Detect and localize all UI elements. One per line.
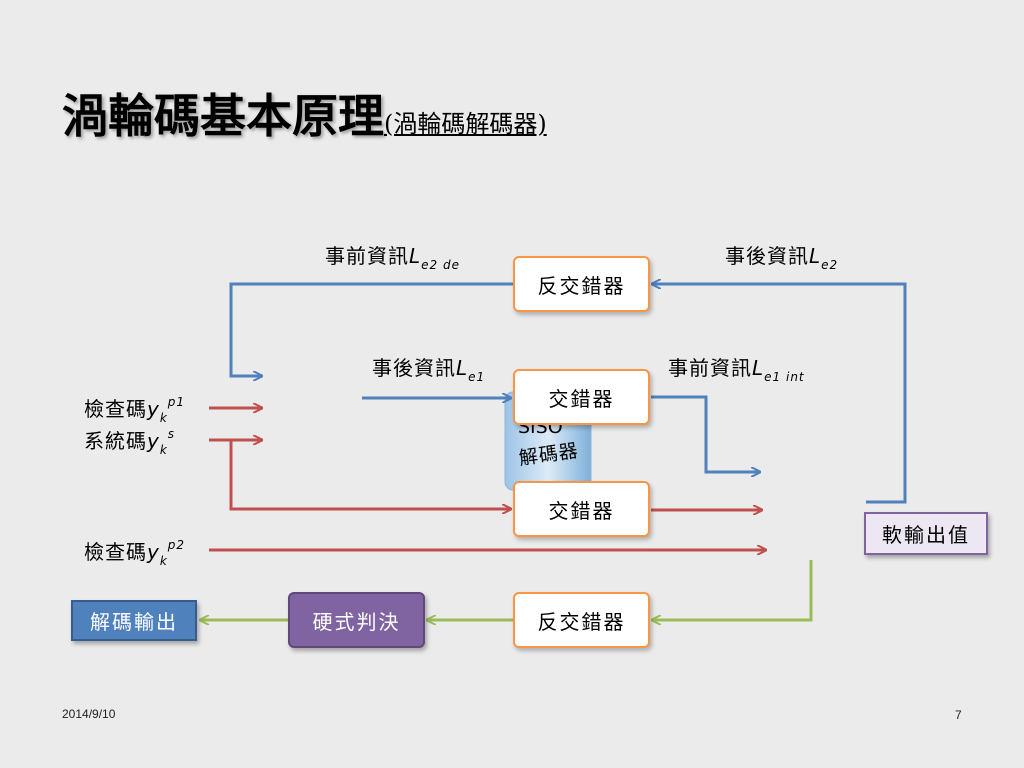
hard-decision-box: 硬式判決 (288, 592, 425, 648)
label-text: 檢查碼 (84, 540, 147, 564)
label-var: L (752, 356, 765, 380)
deinterleaver-top-box: 反交錯器 (513, 256, 650, 312)
title-main: 渦輪碼基本原理 (62, 89, 384, 143)
label-sub: e2 (821, 258, 839, 272)
slide-title: 渦輪碼基本原理(渦輪碼解碼器) (62, 80, 547, 146)
decoded-output-box: 解碼輸出 (71, 600, 197, 641)
interleaver-low-box: 交錯器 (513, 481, 650, 537)
interleaver-mid-box: 交錯器 (513, 369, 650, 425)
arrow-soft-to-deinterleaver (652, 284, 907, 504)
label-text: 事後資訊 (725, 244, 809, 268)
label-sub: k (159, 554, 168, 568)
label-sub: k (159, 443, 168, 457)
arrow-systematic-branch (229, 440, 511, 509)
label-post-e1: 事後資訊Le1 (372, 352, 485, 384)
label-parity1: 檢查碼yk p1 (84, 393, 185, 425)
title-subtitle: (渦輪碼解碼器) (384, 110, 547, 138)
footer-date: 2014/9/10 (62, 707, 116, 721)
hard-decision-text: 硬式判決 (312, 609, 401, 634)
label-systematic: 系統碼yks (84, 425, 175, 457)
label-var: y (147, 429, 160, 453)
label-prior-e1-int: 事前資訊Le1 int (668, 352, 805, 384)
label-text: 檢查碼 (84, 397, 147, 421)
arrow-prior-e1-int (651, 395, 760, 472)
label-sub: k (159, 411, 168, 425)
decoded-output-text: 解碼輸出 (90, 610, 178, 634)
label-var: L (409, 244, 422, 268)
label-var: y (147, 540, 160, 564)
interleaver-low-text: 交錯器 (548, 498, 615, 523)
interleaver-mid-text: 交錯器 (548, 386, 615, 411)
label-text: 事後資訊 (372, 356, 456, 380)
label-var: L (809, 244, 822, 268)
label-var: L (456, 356, 469, 380)
label-sub: e1 int (764, 370, 805, 384)
deinterleaver-bottom-text: 反交錯器 (537, 609, 626, 634)
footer-page-number: 7 (955, 708, 962, 722)
label-text: 系統碼 (84, 429, 147, 453)
label-sub: e1 (468, 370, 486, 384)
label-var: y (147, 397, 160, 421)
label-sup: p1 (167, 395, 186, 409)
label-text: 事前資訊 (325, 244, 409, 268)
label-parity2: 檢查碼yk p2 (84, 536, 185, 568)
arrow-deinterleaver-to-input (229, 282, 513, 376)
deinterleaver-top-text: 反交錯器 (537, 273, 626, 298)
label-text: 事前資訊 (668, 356, 752, 380)
label-sup: s (167, 427, 176, 441)
soft-output-box: 軟輸出值 (864, 512, 988, 555)
label-sub: e2 de (421, 258, 460, 272)
soft-output-text: 軟輸出值 (882, 523, 970, 547)
label-post-e2: 事後資訊Le2 (725, 240, 838, 272)
label-prior-e2: 事前資訊Le2 de (325, 240, 460, 272)
arrow-to-deinterleaver-bottom (652, 560, 813, 620)
deinterleaver-bottom-box: 反交錯器 (513, 592, 650, 648)
label-sup: p2 (167, 538, 186, 552)
